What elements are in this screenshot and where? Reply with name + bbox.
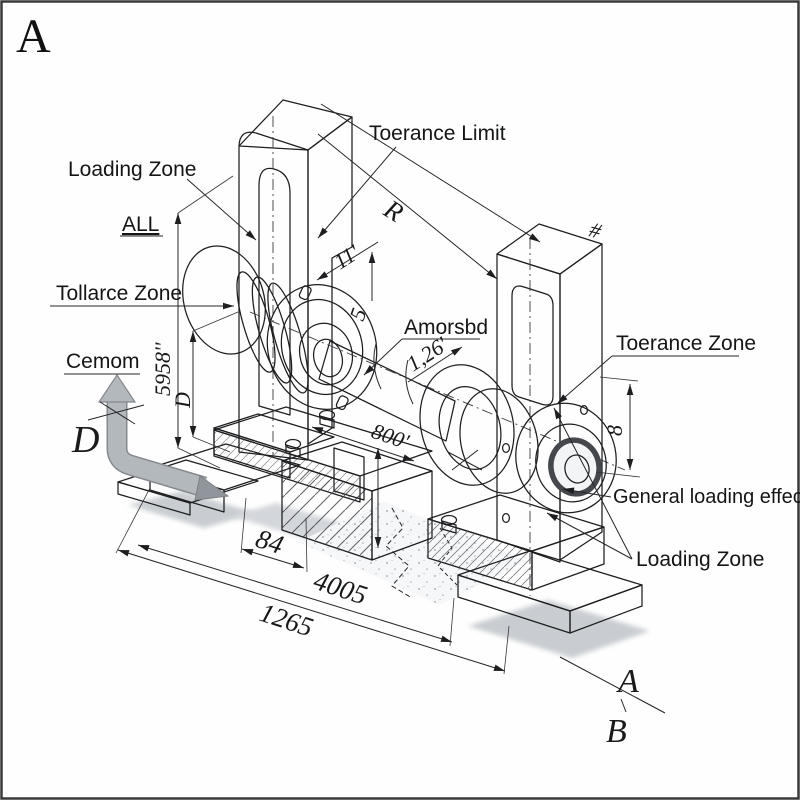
section-line [559,656,666,714]
bolt [440,514,458,534]
left-bearing-assembly [236,271,378,411]
dim-5958: 5958'' [150,342,175,396]
callout-tolerance-limit: Toerance Limit [369,122,506,145]
callout-all: ALL [122,213,159,236]
callout-cemom: Cemom [66,350,140,373]
direction-arrow [87,373,230,501]
coupling-discs [419,364,539,494]
view-label: A [16,10,51,63]
shaft-bore [312,338,344,378]
callout-amorsbd: Amorsbd [404,316,488,339]
dimension-lines [50,103,739,714]
bolt [284,438,302,458]
callout-tolerance-zone-right: Toerance Zone [616,332,756,355]
dim-d: D [170,392,195,409]
section-label-a: A [616,663,639,700]
right-bearing-assembly [515,402,617,514]
right-tower-slot [511,285,554,406]
dim-8: 8 [602,425,627,436]
callout-loading-zone-right: Loading Zone [636,548,764,571]
callout-general-loading-effects: General loading effects [613,486,800,508]
annotations: A Loading Zone Toerance Limit ALL Tollar… [16,10,800,750]
callout-tollarce-zone: Tollarce Zone [56,282,182,305]
callout-direction-d: D [71,419,99,461]
section-label-b: B [606,713,627,750]
callout-loading-zone-left: Loading Zone [68,158,196,181]
